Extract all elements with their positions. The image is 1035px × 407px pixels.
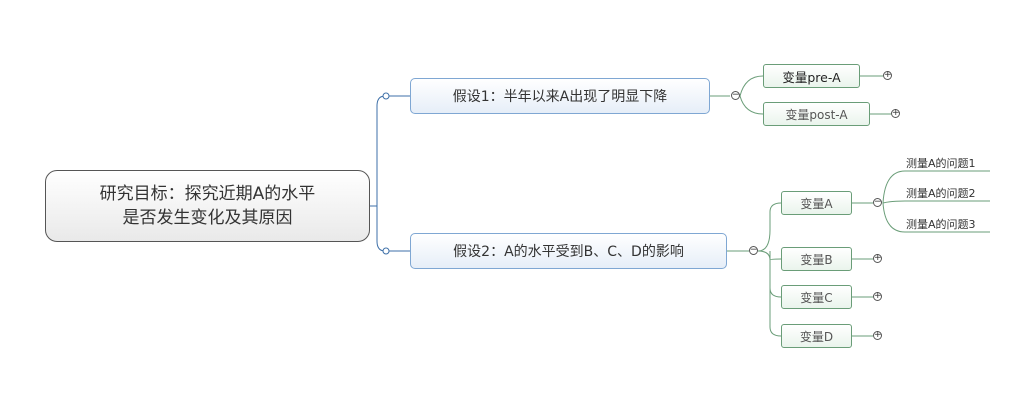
root-title-line2: 是否发生变化及其原因 xyxy=(122,208,293,228)
collapse-hypothesis-1-icon[interactable]: − xyxy=(731,90,740,100)
collapse-hypothesis-2-icon[interactable]: − xyxy=(749,245,758,255)
variable-b-label: 变量B xyxy=(800,252,833,267)
variable-pre-a-topic[interactable]: 变量pre-A xyxy=(763,64,860,88)
root-title-line1: 研究目标：探究近期A的水平 xyxy=(99,184,316,204)
variable-a-label: 变量A xyxy=(800,196,833,211)
hypothesis-2-label: 假设2：A的水平受到B、C、D的影响 xyxy=(453,244,684,260)
hypothesis-1-label: 假设1：半年以来A出现了明显下降 xyxy=(452,89,668,105)
variable-c-topic[interactable]: 变量C xyxy=(781,285,852,309)
variable-d-topic[interactable]: 变量D xyxy=(781,324,852,348)
variable-post-a-topic[interactable]: 变量post-A xyxy=(763,102,870,126)
hypothesis-1-topic[interactable]: 假设1：半年以来A出现了明显下降 xyxy=(410,78,710,114)
expand-variable-d-icon[interactable]: + xyxy=(873,330,882,340)
expand-variable-c-icon[interactable]: + xyxy=(873,291,882,301)
expand-variable-post-a-icon[interactable]: + xyxy=(891,108,900,118)
question-a-1[interactable]: 测量A的问题1 xyxy=(906,157,976,170)
variable-post-a-label: 变量post-A xyxy=(785,107,848,122)
expand-variable-pre-a-icon[interactable]: + xyxy=(883,70,892,80)
question-a-3[interactable]: 测量A的问题3 xyxy=(906,218,976,231)
variable-d-label: 变量D xyxy=(799,329,834,344)
collapse-variable-a-icon[interactable]: − xyxy=(873,197,882,207)
root-topic[interactable]: 研究目标：探究近期A的水平 是否发生变化及其原因 xyxy=(45,170,370,242)
variable-pre-a-label: 变量pre-A xyxy=(782,69,841,85)
expand-variable-b-icon[interactable]: + xyxy=(873,253,882,263)
variable-c-label: 变量C xyxy=(800,290,833,305)
variable-a-topic[interactable]: 变量A xyxy=(781,191,852,215)
variable-b-topic[interactable]: 变量B xyxy=(781,247,852,271)
hypothesis-2-topic[interactable]: 假设2：A的水平受到B、C、D的影响 xyxy=(410,233,727,269)
question-a-2[interactable]: 测量A的问题2 xyxy=(906,187,976,200)
